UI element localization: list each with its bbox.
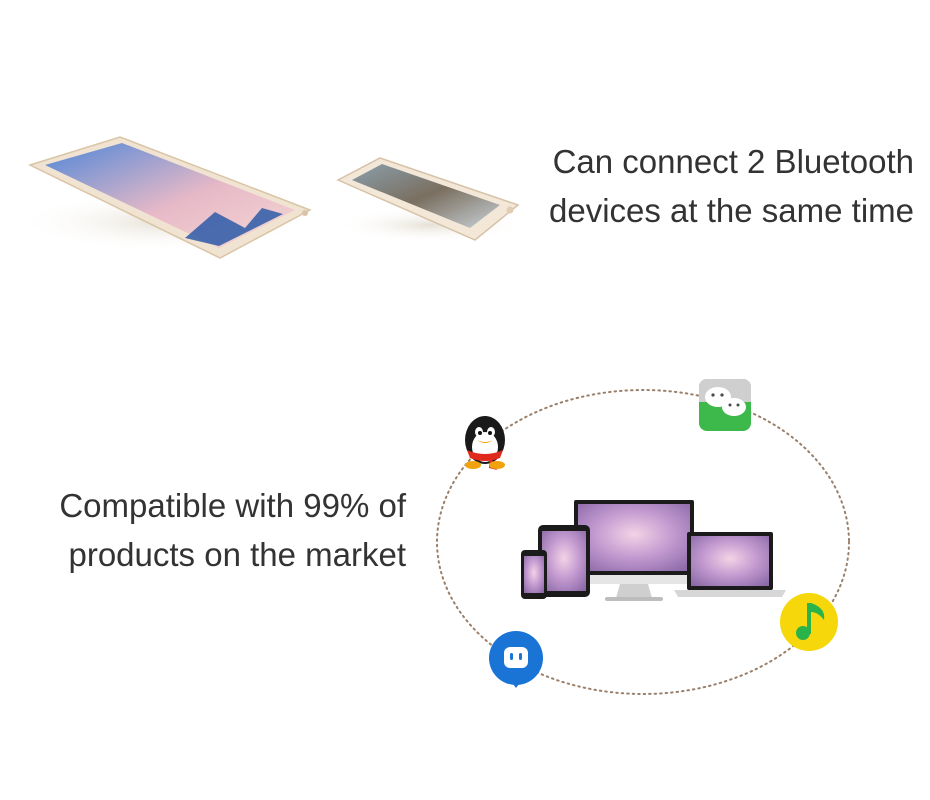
tablet-image (15, 136, 315, 259)
compatibility-line-2: products on the market (68, 536, 406, 573)
qq-penguin-icon (465, 416, 505, 470)
dual-connect-caption: Can connect 2 Bluetooth devices at the s… (549, 137, 914, 235)
compatibility-line-1: Compatible with 99% of (59, 487, 406, 524)
chat-bubble-app-icon (489, 631, 543, 688)
dual-connect-line-1: Can connect 2 Bluetooth (552, 143, 914, 180)
compatibility-caption: Compatible with 99% of products on the m… (59, 481, 406, 579)
qq-music-icon (780, 593, 838, 651)
wechat-icon (699, 379, 751, 431)
multi-device-image (521, 500, 786, 601)
dual-connect-line-2: devices at the same time (549, 192, 914, 229)
phone-image (335, 157, 525, 243)
compatibility-ring (436, 389, 850, 695)
